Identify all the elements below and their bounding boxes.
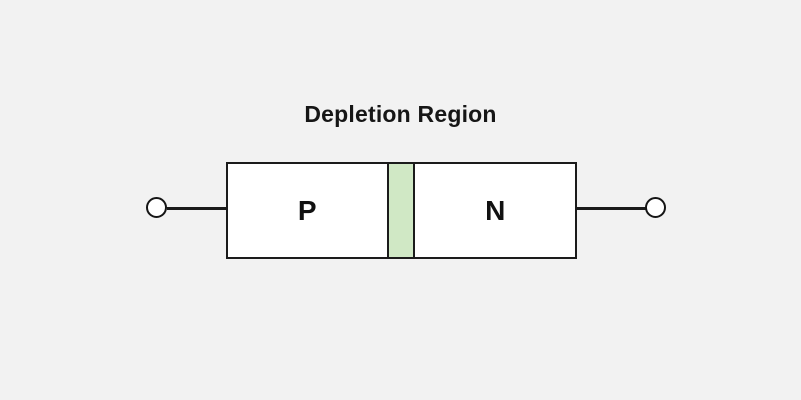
anode-lead-wire (167, 207, 228, 210)
p-region-label: P (297, 194, 318, 226)
cathode-lead-wire (575, 207, 646, 210)
depletion-region (387, 164, 415, 257)
cathode-terminal-node[interactable] (645, 197, 666, 218)
anode-terminal-node[interactable] (146, 197, 167, 218)
n-region-label: N (485, 194, 506, 226)
pn-junction-body: P N (226, 162, 577, 259)
page-title: Depletion Region (304, 101, 497, 127)
n-region: N (416, 164, 575, 257)
p-region: P (228, 164, 387, 257)
